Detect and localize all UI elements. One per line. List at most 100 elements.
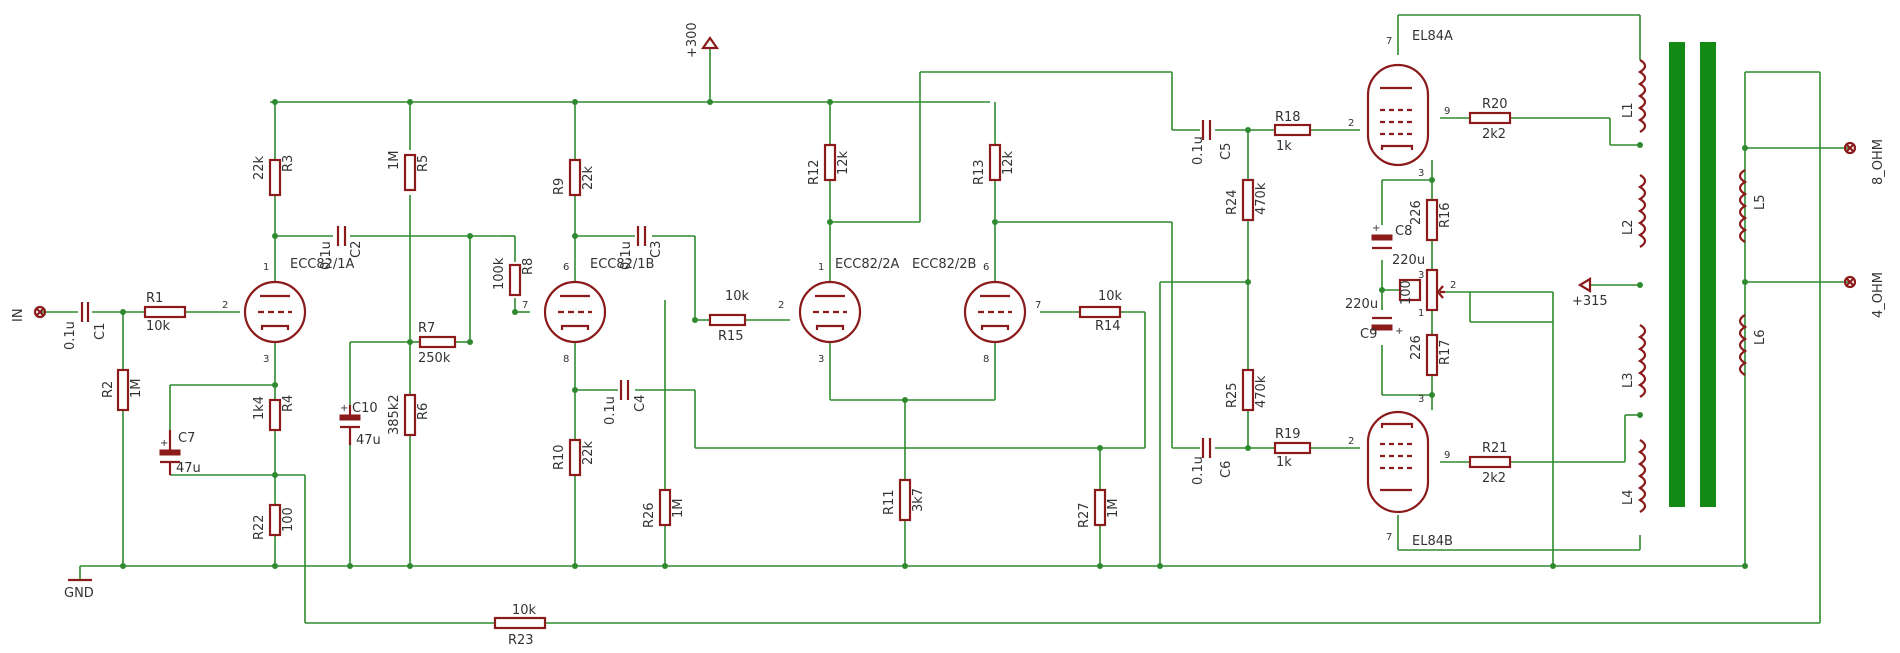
inductor-l2: L2 — [1621, 174, 1647, 248]
capacitor-c4[interactable]: 0.1u C4 — [603, 380, 648, 425]
svg-text:R26: R26 — [642, 502, 657, 528]
svg-text:12k: 12k — [836, 150, 851, 175]
svg-text:100k: 100k — [492, 257, 507, 290]
svg-text:ECC82/1B: ECC82/1B — [590, 257, 654, 272]
svg-text:8: 8 — [563, 354, 569, 365]
svg-text:R6: R6 — [416, 403, 431, 420]
svg-text:10k: 10k — [725, 289, 750, 304]
resistor-r26[interactable]: R26 1M — [642, 488, 686, 528]
capacitor-c7[interactable]: + C7 47u — [159, 430, 201, 476]
wires — [40, 14, 1850, 624]
svg-text:ECC82/1A: ECC82/1A — [290, 257, 355, 272]
input-terminal[interactable]: IN — [11, 305, 47, 322]
output-terminal-4ohm[interactable]: 4_OHM — [1843, 272, 1886, 318]
inductor-l6: L6 — [1738, 314, 1768, 376]
svg-text:L4: L4 — [1621, 489, 1636, 505]
capacitor-c9[interactable]: + 220u C9 — [1345, 297, 1403, 342]
trim-pot[interactable]: 100 3 1 2 — [1398, 268, 1456, 319]
svg-text:22k: 22k — [581, 440, 596, 465]
resistor-r18[interactable]: R18 1k — [1273, 110, 1312, 154]
svg-text:L2: L2 — [1621, 219, 1636, 235]
resistor-r1[interactable]: R1 10k — [143, 291, 187, 334]
svg-text:2: 2 — [222, 300, 228, 311]
svg-text:100: 100 — [281, 507, 296, 532]
tube-ecc82-2a[interactable]: ECC82/2A 1 2 3 — [778, 257, 900, 365]
svg-text:L3: L3 — [1621, 372, 1636, 388]
svg-text:2: 2 — [1348, 436, 1354, 447]
svg-text:7: 7 — [1386, 532, 1392, 543]
resistor-r16[interactable]: 226 R16 — [1409, 198, 1453, 242]
resistor-r13[interactable]: R13 12k — [972, 143, 1016, 185]
resistor-r27[interactable]: R27 1M — [1077, 488, 1121, 528]
tube-ecc82-2b[interactable]: ECC82/2B 6 7 8 — [912, 257, 1041, 365]
svg-text:250k: 250k — [418, 351, 451, 366]
resistor-r23[interactable]: 10k R23 — [493, 603, 547, 648]
svg-text:R1: R1 — [146, 291, 163, 306]
svg-text:7: 7 — [1386, 36, 1392, 47]
svg-text:L6: L6 — [1753, 329, 1768, 345]
capacitor-c5[interactable]: 0.1u C5 — [1191, 120, 1234, 165]
svg-text:C10: C10 — [352, 401, 378, 416]
resistor-r25[interactable]: R25 470k — [1225, 368, 1269, 412]
resistor-r11[interactable]: R11 3k7 — [882, 478, 926, 522]
svg-text:385k2: 385k2 — [387, 394, 402, 435]
svg-text:0.1u: 0.1u — [603, 396, 618, 425]
capacitor-c2[interactable]: 0.1u C2 — [319, 226, 364, 270]
resistor-r19[interactable]: R19 1k — [1273, 427, 1312, 470]
svg-text:R5: R5 — [416, 155, 431, 172]
svg-text:0.1u: 0.1u — [619, 241, 634, 270]
svg-text:ECC82/2A: ECC82/2A — [835, 257, 900, 272]
svg-text:L1: L1 — [1621, 102, 1636, 118]
svg-text:10k: 10k — [512, 603, 537, 618]
svg-text:R20: R20 — [1482, 97, 1508, 112]
resistor-r3[interactable]: 22k R3 — [252, 155, 296, 197]
output-terminal-8ohm[interactable]: 8_OHM — [1843, 139, 1886, 185]
capacitor-c10[interactable]: + C10 47u — [339, 401, 381, 448]
svg-text:3: 3 — [818, 354, 824, 365]
resistor-r12[interactable]: R12 12k — [807, 143, 851, 185]
resistor-r20[interactable]: R20 2k2 — [1468, 97, 1512, 142]
resistor-r24[interactable]: R24 470k — [1225, 178, 1269, 222]
svg-text:R7: R7 — [418, 321, 435, 336]
tube-el84b[interactable]: EL84B 7 2 9 3 — [1348, 394, 1453, 549]
capacitor-c1[interactable]: 0.1u C1 — [63, 302, 108, 350]
tube-el84a[interactable]: EL84A 7 2 9 3 — [1348, 29, 1453, 179]
svg-text:C1: C1 — [93, 323, 108, 340]
tube-ecc82-1b[interactable]: ECC82/1B 6 7 8 — [522, 257, 654, 365]
resistor-r4[interactable]: 1k4 R4 — [252, 395, 296, 432]
capacitor-c8[interactable]: + C8 220u — [1371, 223, 1425, 268]
supply-symbol: +300 — [685, 22, 720, 58]
resistor-r6[interactable]: 385k2 R6 — [387, 393, 431, 437]
svg-text:2: 2 — [1450, 280, 1456, 291]
resistor-r2[interactable]: R2 1M — [101, 368, 144, 412]
svg-text:47u: 47u — [176, 461, 201, 476]
svg-text:C8: C8 — [1395, 224, 1412, 239]
resistor-r7[interactable]: R7 250k — [418, 321, 457, 366]
out4-label: 4_OHM — [1871, 272, 1886, 318]
out8-label: 8_OHM — [1871, 139, 1886, 185]
screen-supply-symbol: +315 — [1572, 277, 1608, 309]
input-label: IN — [11, 308, 26, 322]
svg-text:1: 1 — [818, 262, 824, 273]
screen-supply-label: +315 — [1572, 294, 1608, 309]
inductor-l3: L3 — [1621, 324, 1647, 398]
resistor-r5[interactable]: 1M R5 — [387, 151, 431, 192]
svg-text:R3: R3 — [281, 155, 296, 172]
capacitor-c3[interactable]: 0.1u C3 — [619, 226, 664, 270]
capacitor-c6[interactable]: 0.1u C6 — [1191, 438, 1234, 485]
resistor-r17[interactable]: 226 R17 — [1409, 333, 1453, 377]
svg-text:C5: C5 — [1219, 143, 1234, 160]
resistor-r10[interactable]: R10 22k — [552, 438, 596, 477]
resistor-r9[interactable]: R9 22k — [552, 158, 596, 197]
resistor-r14[interactable]: 10k R14 — [1078, 289, 1123, 334]
resistor-r15[interactable]: 10k R15 — [708, 289, 750, 344]
svg-text:2: 2 — [778, 300, 784, 311]
resistor-r8[interactable]: 100k R8 — [492, 257, 536, 297]
svg-text:47u: 47u — [356, 433, 381, 448]
resistor-r22[interactable]: R22 100 — [252, 503, 296, 540]
tube-ecc82-1a[interactable]: ECC82/1A 1 2 3 — [222, 257, 355, 365]
svg-text:+: + — [1372, 223, 1380, 234]
resistor-r21[interactable]: R21 2k2 — [1468, 441, 1512, 486]
svg-text:1M: 1M — [1106, 499, 1121, 519]
